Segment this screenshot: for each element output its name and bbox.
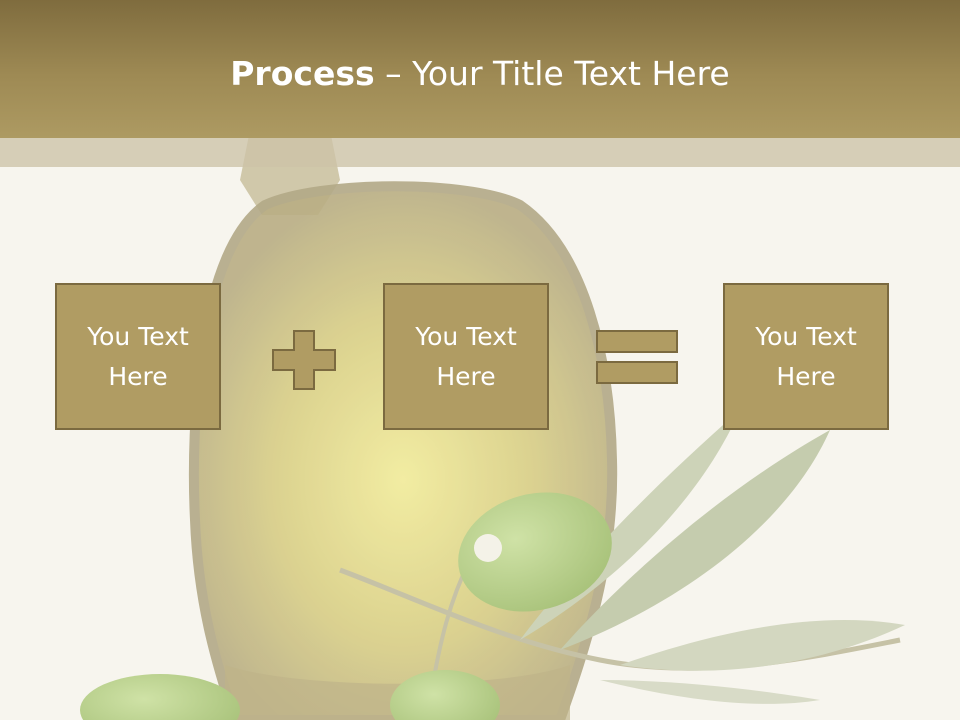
title-accent-strip	[0, 138, 960, 167]
process-box-1[interactable]: You Text Here	[55, 283, 221, 430]
slide-title[interactable]: Process – Your Title Text Here	[0, 52, 960, 96]
title-bold-text: Process	[230, 54, 375, 93]
process-box-text: You Text Here	[87, 321, 189, 391]
title-bar	[0, 0, 960, 138]
process-box-text: You Text Here	[755, 321, 857, 391]
equals-icon	[596, 330, 678, 384]
process-box-text: You Text Here	[415, 321, 517, 391]
process-box-3[interactable]: You Text Here	[723, 283, 889, 430]
title-text: – Your Title Text Here	[374, 54, 730, 93]
plus-icon	[272, 330, 336, 390]
process-box-2[interactable]: You Text Here	[383, 283, 549, 430]
